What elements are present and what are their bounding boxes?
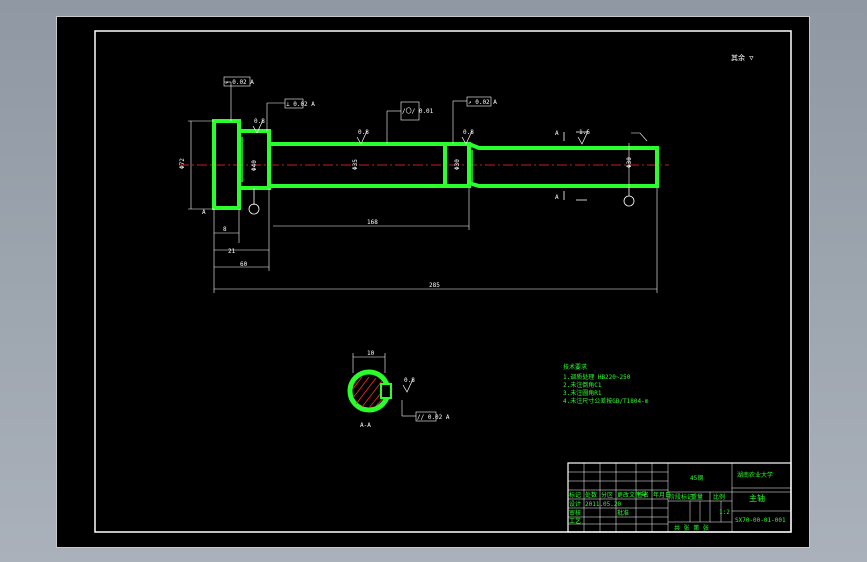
callout-perpendicular: ⊥ 0.02 A [286,101,315,108]
dim-key-width: 10 [367,350,375,357]
note-4: 4.未注尺寸公差按GB/T1804-m [563,397,649,405]
title-school: 湖南农业大学 [737,471,773,479]
shaft-groove-section [443,142,471,188]
role-review: 审核 [569,509,581,517]
dimension-lines [188,120,658,293]
section-mark-bottom: A [555,194,559,201]
section-title: A-A [360,422,371,429]
notes-heading: 技术要求 [563,363,587,371]
title-block: 45钢 湖南农业大学 主轴 SX70-00-01-001 阶段标记 重量 比例 … [567,462,792,533]
datum-symbols [248,187,635,215]
roughness-marks [252,119,589,393]
inner-border [94,30,792,533]
header-zone: 分区 [601,491,613,499]
title-drawing-no: SX70-00-01-001 [735,517,786,524]
section-mark-top: A [555,130,559,137]
callout-cylindricity: /〇/ 0.01 [402,108,434,115]
corner-roughness-mark: 其余 ▽ [731,53,754,62]
roughness-value-5: 0.8 [404,377,415,384]
dim-diameter-mid: Φ35 [352,159,359,170]
shaft-shoulder [237,129,271,190]
callout-runout-right: ↗ 0.02 A [468,99,497,106]
roughness-value-4: 1.6 [579,129,590,136]
dim-length-total: 285 [429,282,440,289]
title-scale: 1:2 [719,509,730,516]
roughness-value-1: 0.8 [254,118,265,125]
datum-label-a: A [202,209,206,216]
roughness-value-3: 0.8 [463,129,474,136]
header-change-doc: 更改文件号 [617,491,647,499]
dim-diameter-groove: Φ30 [454,159,461,170]
callout-runout-left: ↗ 0.02 A [225,79,254,86]
shaft-main-view [212,119,659,210]
design-date: 2011.05.20 [585,501,622,508]
role-design: 设计 [569,500,581,508]
note-3: 3.未注圆角R1 [563,389,602,397]
shaft-flange [212,119,241,210]
title-stage-label: 阶段标记 [669,493,693,501]
technical-notes: 技术要求 1.调质处理 HB220~250 2.未注倒角C1 3.未注圆角R1 … [563,363,649,405]
title-scale-label: 比例 [713,493,725,501]
keyway [380,383,392,399]
header-count: 处数 [585,491,597,499]
title-part-name: 主轴 [749,493,765,503]
header-date: 年月日 [653,491,671,499]
title-material: 45钢 [690,474,703,482]
callout-leaders [223,76,648,422]
note-2: 2.未注倒角C1 [563,381,602,389]
section-cut-marks [563,131,587,201]
callout-parallel-key: // 0.02 A [417,414,450,421]
role-approve: 批准 [617,509,629,517]
dim-length-21: 21 [228,248,236,255]
dim-diameter-end: Φ30 [626,157,633,168]
drawing-sheet: 其余 ▽ [56,16,810,548]
dim-diameter-shoulder: Φ40 [251,160,258,171]
title-sheet-info: 共 张 第 张 [674,524,709,532]
header-mark: 标记 [569,491,581,499]
drawing-canvas: 其余 ▽ [94,30,792,533]
dim-diameter-flange: Φ72 [179,158,186,169]
note-1: 1.调质处理 HB220~250 [563,373,631,381]
section-view-a-a [347,353,392,413]
roughness-value-2: 0.8 [358,129,369,136]
dim-length-168: 168 [367,219,378,226]
title-weight-label: 重量 [691,493,703,501]
dim-length-8: 8 [223,226,227,233]
shaft-end-section [468,142,659,188]
role-process: 工艺 [569,517,581,525]
dim-length-60: 60 [240,261,248,268]
header-sign: 签名 [637,491,649,499]
